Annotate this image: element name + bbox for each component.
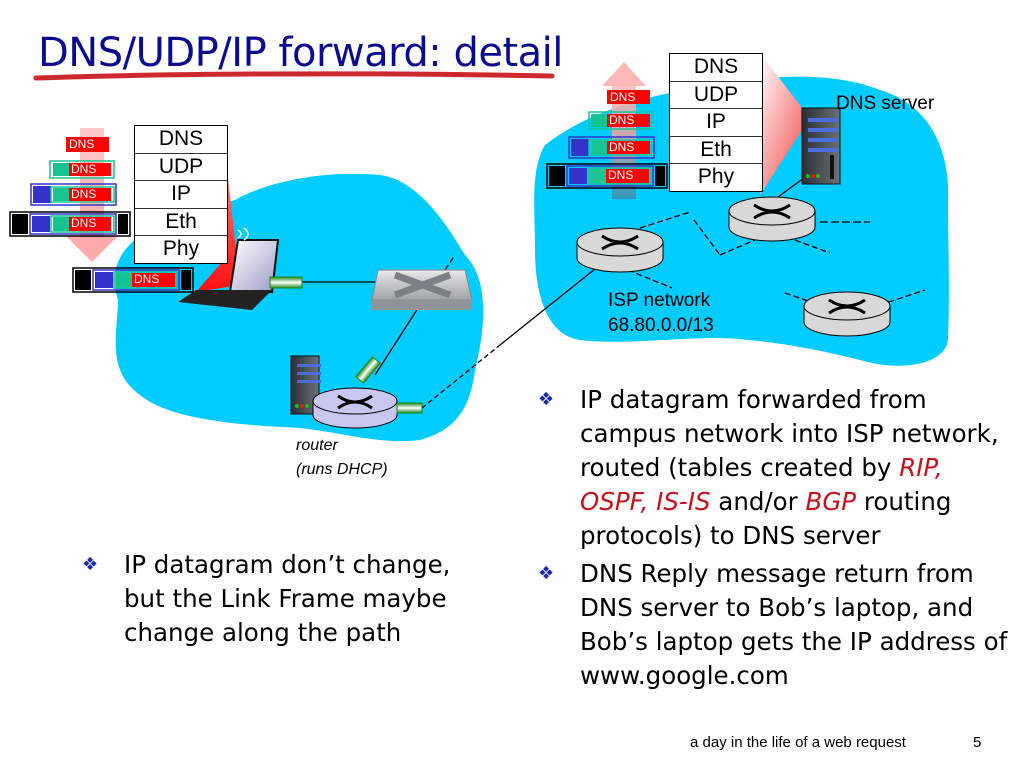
stack-layer-phy: Phy — [697, 165, 735, 188]
bullet-item: ❖ IP datagram forwarded from campus netw… — [538, 383, 1018, 553]
stack-layer-dns: DNS — [135, 126, 227, 154]
bullet-item: ❖ DNS Reply message return from DNS serv… — [538, 557, 1018, 693]
slide-title: DNS/UDP/IP forward: detail — [38, 30, 563, 76]
isp-router-icon — [728, 196, 816, 242]
stack-layer-udp: UDP — [670, 82, 762, 109]
bullet-text-part: and/or — [710, 487, 806, 516]
switch-icon — [371, 269, 473, 310]
bullet-text: IP datagram forwarded from campus networ… — [580, 385, 999, 550]
packet-label: DNS — [610, 90, 636, 104]
bullet-text: IP datagram don’t change, but the Link F… — [124, 550, 451, 647]
stack-layer-udp: UDP — [135, 154, 227, 181]
isp-network-label: ISP network — [608, 290, 711, 311]
dns-server-icon — [801, 107, 841, 185]
footer-text: a day in the life of a web request — [690, 734, 906, 751]
right-packet-dns-only — [607, 90, 650, 104]
stack-layer-ip: IP — [670, 109, 762, 137]
left-packet-udp — [49, 160, 115, 179]
packet-label: DNS — [608, 168, 634, 182]
right-protocol-stack: DNS UDP IP Eth Phy — [669, 53, 763, 192]
left-stack-funnel — [196, 125, 240, 292]
right-stack-funnel — [760, 53, 810, 195]
packet-label: DNS — [71, 162, 97, 176]
packet-label: DNS — [69, 137, 95, 151]
bullet-diamond-icon: ❖ — [538, 389, 555, 410]
bullet-item: ❖ IP datagram don’t change, but the Link… — [82, 548, 482, 650]
right-packet-ip — [568, 136, 655, 159]
bullet-text: DNS Reply message return from DNS server… — [580, 559, 1008, 690]
bgp-emphasis: BGP — [805, 487, 857, 516]
router-sublabel: (runs DHCP) — [296, 461, 388, 478]
left-protocol-stack: DNS UDP IP Eth Phy — [134, 125, 228, 264]
router-uplink-port-icon — [355, 356, 381, 384]
left-bullet-list: ❖ IP datagram don’t change, but the Link… — [82, 548, 482, 650]
bullet-text-part: routing protocols) to DNS server — [580, 487, 952, 550]
dns-server-label: DNS server — [836, 93, 935, 114]
bullet-diamond-icon: ❖ — [538, 563, 555, 584]
dhcp-server-icon — [290, 355, 321, 415]
wire-frame — [72, 267, 194, 293]
left-packet-eth — [9, 211, 131, 237]
packet-label: DNS — [609, 113, 635, 127]
router-label: router — [296, 437, 338, 454]
left-packet-dns-only — [66, 137, 109, 152]
packet-label: DNS — [609, 140, 635, 154]
stack-layer-dns: DNS — [670, 54, 762, 82]
packet-label: DNS — [134, 272, 160, 286]
routing-protocols-emphasis: RIP, OSPF, IS-IS — [580, 453, 943, 516]
stack-layer-eth: Eth — [670, 137, 762, 164]
isp-router-icon — [803, 291, 891, 337]
laptop-icon — [178, 227, 280, 310]
left-packet-ip — [30, 183, 117, 206]
page-number: 5 — [973, 734, 982, 751]
packet-label: DNS — [71, 187, 97, 201]
stack-layer-eth: Eth — [135, 209, 227, 236]
stack-layer-ip: IP — [135, 181, 227, 209]
isp-network-prefix: 68.80.0.0/13 — [608, 315, 714, 336]
right-packet-udp — [588, 111, 653, 130]
stack-layer-phy: Phy — [162, 237, 200, 260]
isp-router-icon — [576, 227, 664, 273]
campus-router-icon — [312, 387, 398, 429]
laptop-port-icon — [269, 276, 303, 289]
bullet-text-part: IP datagram forwarded from campus networ… — [580, 385, 999, 482]
packet-label: DNS — [71, 216, 97, 230]
bullet-diamond-icon: ❖ — [82, 554, 99, 575]
router-wan-port-icon — [396, 402, 423, 414]
title-underline — [33, 71, 555, 81]
right-packet-eth — [546, 163, 668, 189]
right-bullet-list: ❖ IP datagram forwarded from campus netw… — [538, 383, 1018, 693]
